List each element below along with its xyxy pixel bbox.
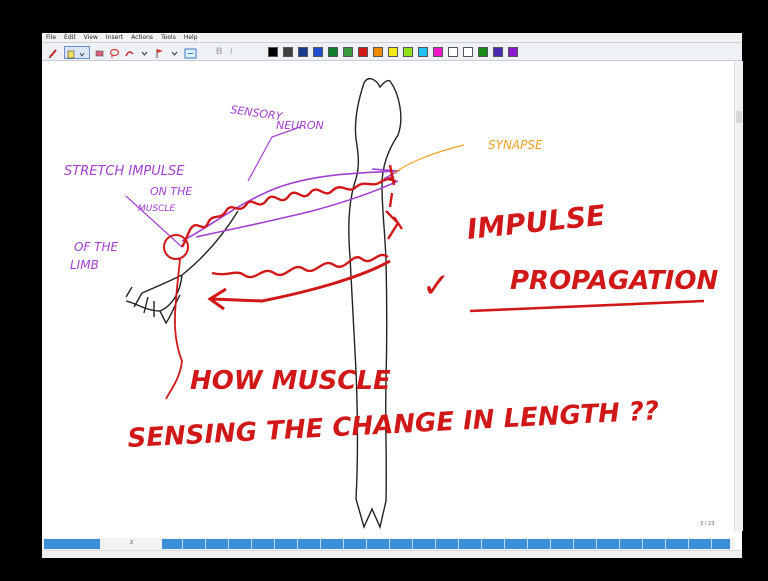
color-swatch[interactable]	[328, 47, 338, 57]
page-tick	[573, 539, 574, 549]
toolbar: B I	[42, 43, 742, 61]
menu-file[interactable]: File	[42, 33, 60, 41]
note-muscle: MUSCLE	[138, 204, 175, 214]
page-tick	[688, 539, 689, 549]
page-segment[interactable]	[44, 539, 100, 549]
page-tick	[389, 539, 390, 549]
highlighter-icon[interactable]	[64, 46, 90, 59]
note-stretch: STRETCH IMPULSE	[64, 164, 185, 179]
color-swatch[interactable]	[388, 47, 398, 57]
menu-edit[interactable]: Edit	[60, 33, 80, 41]
synapse-connector	[394, 145, 464, 173]
color-swatch[interactable]	[283, 47, 293, 57]
color-swatch[interactable]	[373, 47, 383, 57]
arm-wire	[166, 259, 182, 399]
bone-outline	[349, 79, 401, 527]
italic-icon[interactable]: I	[230, 46, 241, 57]
page-tick	[481, 539, 482, 549]
color-swatch[interactable]	[463, 47, 473, 57]
current-page-label: 3	[130, 540, 133, 546]
page-tick	[711, 539, 712, 549]
color-swatch[interactable]	[448, 47, 458, 57]
menu-actions[interactable]: Actions	[127, 33, 157, 41]
page-tick	[274, 539, 275, 549]
note-on-the: ON THE	[150, 185, 192, 198]
menu-view[interactable]: View	[80, 33, 102, 41]
horizontal-scrollbar[interactable]	[42, 550, 742, 558]
page-tick	[205, 539, 206, 549]
menu-tools[interactable]: Tools	[157, 33, 180, 41]
lasso-icon[interactable]	[109, 46, 120, 57]
page-tick	[343, 539, 344, 549]
note-sensing: SENSING THE CHANGE IN LENGTH ??	[127, 396, 660, 454]
note-limb: LIMB	[70, 258, 99, 272]
note-neuron: NEURON	[276, 119, 324, 132]
page-segment[interactable]	[162, 539, 730, 549]
color-swatch[interactable]	[508, 47, 518, 57]
page-tick	[527, 539, 528, 549]
color-swatch[interactable]	[433, 47, 443, 57]
page-tick	[412, 539, 413, 549]
color-swatch[interactable]	[298, 47, 308, 57]
page-tick	[251, 539, 252, 549]
page-tick	[228, 539, 229, 549]
page-tick	[504, 539, 505, 549]
page-tick	[458, 539, 459, 549]
page-tick	[320, 539, 321, 549]
pen-icon[interactable]	[48, 46, 59, 57]
page-navigation-bar[interactable]: 3	[42, 538, 734, 550]
note-synapse: SYNAPSE	[488, 138, 543, 152]
flag-icon[interactable]	[154, 46, 165, 57]
color-swatch[interactable]	[493, 47, 503, 57]
page-tick	[596, 539, 597, 549]
note-of-the: OF THE	[74, 240, 119, 254]
page-tick	[366, 539, 367, 549]
ink-drawing: SENSORY NEURON SYNAPSE STRETCH IMPULSE O…	[42, 61, 734, 531]
note-canvas[interactable]: SENSORY NEURON SYNAPSE STRETCH IMPULSE O…	[42, 61, 734, 531]
vertical-scrollbar[interactable]	[734, 61, 743, 531]
page-tick	[297, 539, 298, 549]
muscle-circle	[164, 235, 188, 259]
note-propagation: PROPAGATION	[510, 266, 718, 296]
color-swatch[interactable]	[403, 47, 413, 57]
page-tick	[182, 539, 183, 549]
color-swatch[interactable]	[343, 47, 353, 57]
shape-icon[interactable]	[124, 46, 135, 57]
page-tick	[665, 539, 666, 549]
purple-pointer	[248, 127, 300, 181]
color-swatch[interactable]	[313, 47, 323, 57]
color-swatch[interactable]	[478, 47, 488, 57]
eraser-icon[interactable]	[94, 46, 105, 57]
menu-help[interactable]: Help	[180, 33, 202, 41]
chevron-down-icon[interactable]	[169, 46, 180, 57]
note-how-muscle: HOW MUSCLE	[190, 366, 391, 396]
bold-icon[interactable]: B	[216, 46, 227, 57]
chevron-down-icon[interactable]	[139, 46, 150, 57]
page-tick	[619, 539, 620, 549]
page-indicator: 3 / 23	[700, 521, 714, 527]
color-swatch[interactable]	[418, 47, 428, 57]
insert-space-icon[interactable]	[184, 46, 197, 57]
page-tick	[550, 539, 551, 549]
sensory-neuron-path	[182, 169, 398, 241]
color-swatch[interactable]	[358, 47, 368, 57]
menu-insert[interactable]: Insert	[102, 33, 127, 41]
note-checkmark: ✓	[422, 266, 451, 306]
scroll-thumb[interactable]	[736, 111, 742, 123]
color-swatch[interactable]	[268, 47, 278, 57]
page-tick	[642, 539, 643, 549]
note-impulse: IMPULSE	[465, 199, 606, 246]
afferent-wave	[182, 177, 394, 247]
propagation-underline	[470, 301, 704, 311]
page-tick	[435, 539, 436, 549]
